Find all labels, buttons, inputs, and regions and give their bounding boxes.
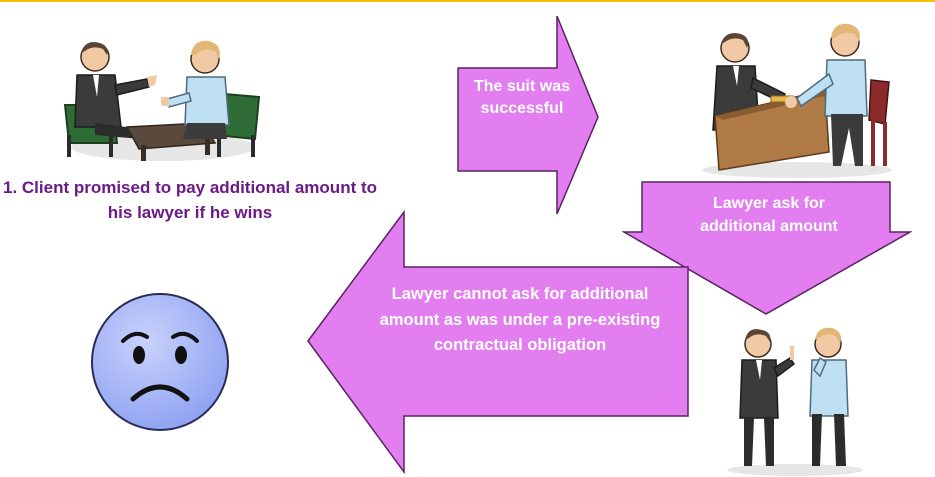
sad-face-icon: [91, 293, 229, 431]
top-accent-line: [0, 0, 935, 2]
arrow-right-label: The suit was successful: [473, 78, 571, 117]
arrow-right-suit-successful: [457, 15, 599, 215]
lawyer-client-meeting-illustration: [63, 40, 261, 161]
arrow-down-label: Lawyer ask for additional amount: [700, 195, 838, 236]
arrow-left-label: Lawyer cannot ask for additional amount …: [379, 285, 661, 355]
arrow-down-ask-additional: [622, 181, 912, 315]
lawyer-client-handshake-illustration: [702, 23, 892, 178]
arrow-left-cannot-ask: [307, 210, 689, 474]
step1-caption: 1. Client promised to pay additional amo…: [2, 178, 378, 222]
lawyer-refusing-client-illustration: [727, 327, 863, 476]
